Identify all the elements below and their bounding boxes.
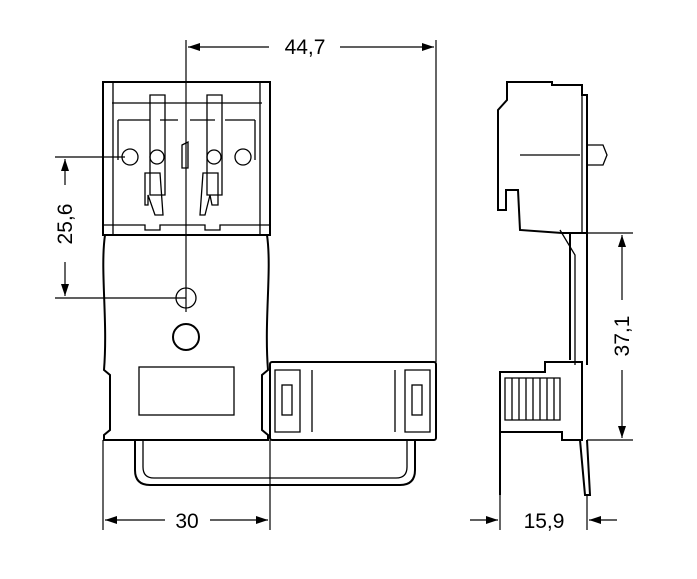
- dim-side-height: 37,1: [611, 316, 634, 357]
- right-module: [269, 361, 437, 441]
- dim-overall-width: 44,7: [285, 36, 326, 59]
- pin-right-icon: [234, 148, 252, 166]
- front-view: [102, 81, 437, 486]
- dim-pin-spacing: 25,6: [54, 204, 77, 245]
- hole-icon: [172, 323, 200, 351]
- lower-body: [102, 234, 270, 441]
- dimension-lines: [55, 40, 633, 530]
- dim-side-depth: 15,9: [524, 510, 565, 533]
- label-area: [138, 366, 235, 416]
- handle: [134, 440, 416, 486]
- dim-body-width: 30: [175, 510, 198, 533]
- side-view: [497, 81, 608, 496]
